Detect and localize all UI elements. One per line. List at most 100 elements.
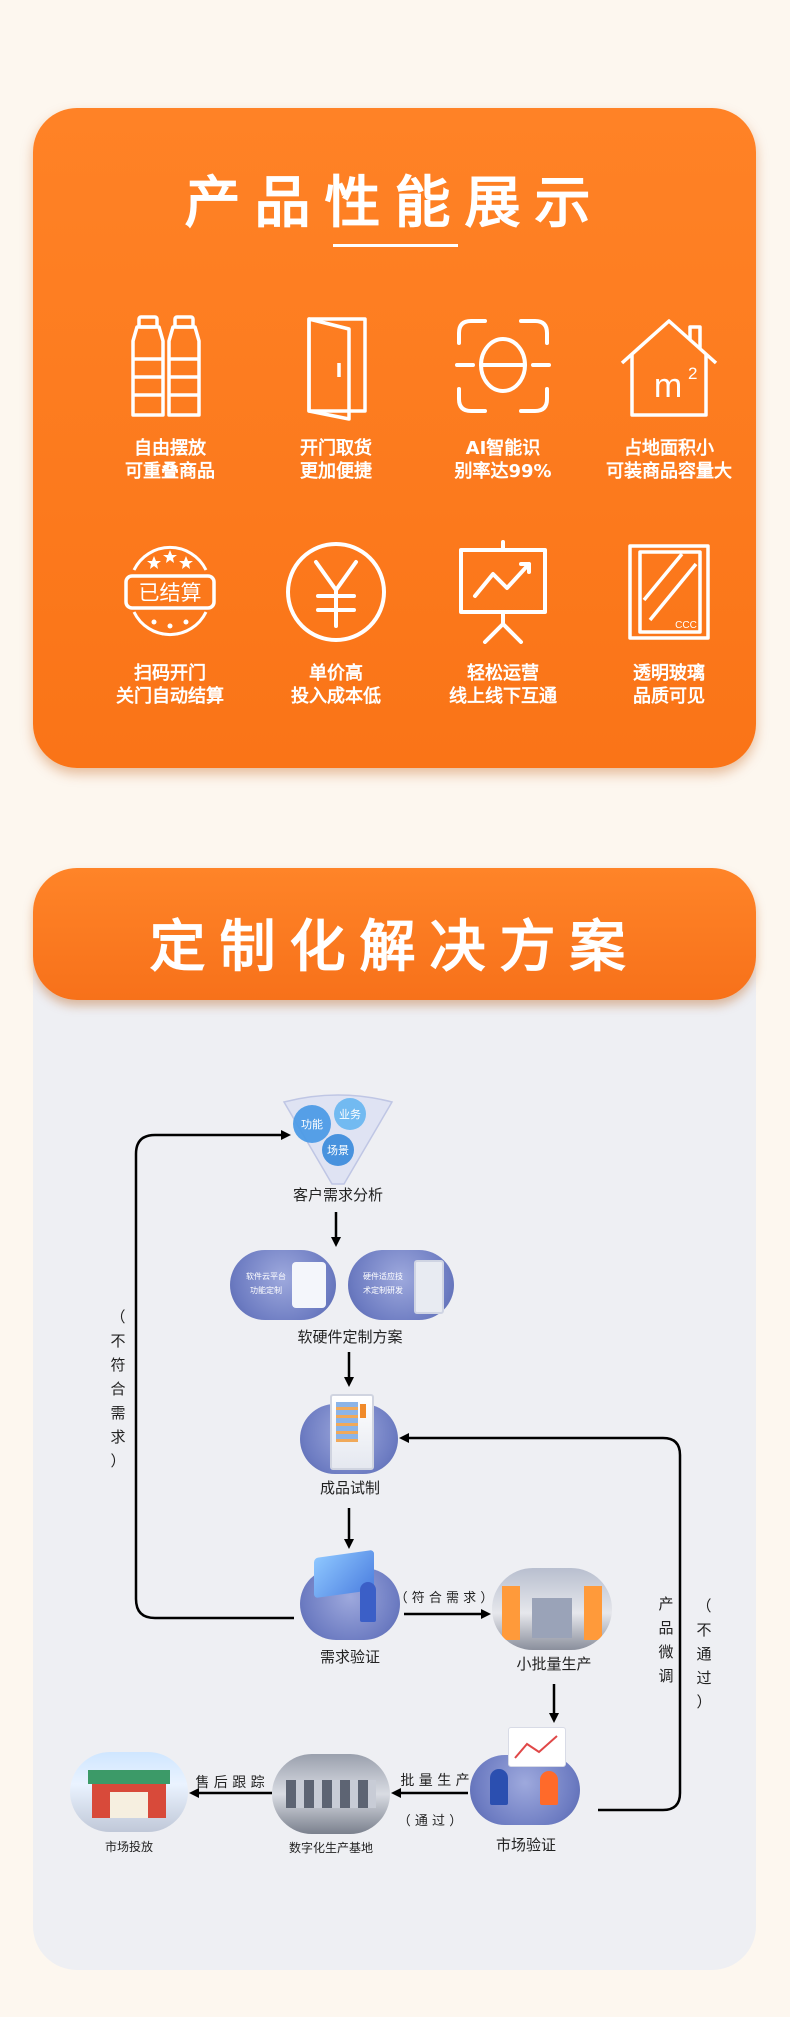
machine-panel (360, 1404, 366, 1418)
funnel-circle-business (334, 1098, 366, 1130)
software-card: 软件云平台 功能定制 (230, 1250, 336, 1320)
feature-open-door: 开门取货 更加便捷 (246, 313, 426, 483)
person-left (490, 1769, 508, 1805)
feature-line1: 轻松运营 (467, 663, 539, 684)
chart-board-icon (459, 540, 547, 644)
factory-machine-right (584, 1586, 602, 1640)
hardware-card: 硬件适应技 术定制研发 (348, 1250, 454, 1320)
vtext-char: （ (696, 1597, 712, 1615)
presentation-chart (514, 1735, 558, 1759)
feature-small-footprint: m 2 占地面积小 可装商品容量大 (579, 313, 759, 483)
board-line (514, 1735, 558, 1759)
software-card-line1: 软件云平台 (246, 1272, 286, 1281)
face-scan-icon (455, 319, 551, 413)
feature-transparent-glass: CCC 透明玻璃 品质可见 (579, 540, 759, 708)
label-meets-demand: （ 符 合 需 求 ） (394, 1591, 494, 1606)
label-mass-production: 批 量 生 产 (400, 1773, 470, 1789)
step-digital-base: 数字化生产基地 (288, 1841, 373, 1855)
solution-header: 定制化解决方案 (33, 868, 756, 1000)
area-m-text: m (654, 367, 682, 405)
feature-line2: 更加便捷 (300, 461, 372, 482)
feature-high-value: 单价高 投入成本低 (246, 540, 426, 708)
person-figure (360, 1582, 376, 1622)
presentation-board (508, 1727, 566, 1767)
vtext-char: 合 (110, 1380, 126, 1398)
title-underline (333, 244, 458, 247)
step-market-verify: 市场验证 (495, 1836, 556, 1854)
vtext-char: ） (696, 1693, 712, 1711)
yen-icon (286, 542, 386, 642)
factory-lines (286, 1780, 376, 1808)
feature-free-placement: 自由摆放 可重叠商品 (80, 313, 260, 483)
feature-line1: 开门取货 (300, 438, 372, 459)
feature-line2: 关门自动结算 (116, 686, 224, 707)
label-not-meet-demand: （ 不 符 合 需 求 ） (108, 1305, 128, 1473)
settled-stamp-icon: 已结算 (124, 546, 216, 636)
label-not-passed: （ 不 通 过 ） (694, 1594, 714, 1714)
feature-line2: 投入成本低 (291, 686, 381, 707)
vtext-char: 通 (696, 1645, 712, 1663)
glass-panel-icon: CCC (628, 544, 710, 640)
feature-line1: 自由摆放 (134, 438, 206, 459)
feature-line1: 单价高 (309, 663, 363, 684)
vtext-char: 不 (110, 1332, 126, 1350)
software-screen-image (292, 1262, 326, 1308)
performance-title: 产品性能展示 (184, 171, 605, 236)
vtext-char: 品 (658, 1619, 674, 1637)
feature-scan-settle: 已结算 扫码开门 关门自动结算 (80, 540, 260, 708)
hardware-card-line2: 术定制研发 (363, 1286, 403, 1295)
area-sup-text: 2 (688, 364, 697, 383)
feature-line1: 扫码开门 (134, 663, 206, 684)
trial-bubble (300, 1394, 398, 1474)
label-passed: （ 通 过 ） (397, 1814, 463, 1829)
vtext-char: 需 (110, 1404, 126, 1422)
funnel-graphic: 功能 业务 场景 (282, 1094, 394, 1185)
hardware-machine-image (414, 1260, 444, 1314)
funnel-circle-scene (322, 1134, 354, 1166)
funnel-circle-function (293, 1105, 331, 1143)
step-small-batch: 小批量生产 (516, 1655, 592, 1673)
step-verify: 需求验证 (319, 1648, 380, 1666)
loop-arrow-not-meet (134, 1130, 294, 1620)
feature-line2: 可重叠商品 (125, 461, 215, 482)
feature-line2: 别率达99% (454, 461, 552, 482)
feature-line1: AI智能识 (465, 438, 541, 459)
funnel-label-business: 业务 (339, 1108, 361, 1121)
label-after-sales: 售 后 跟 踪 (195, 1775, 265, 1791)
vtext-char: 求 (110, 1428, 126, 1446)
vtext-char: 调 (658, 1667, 674, 1685)
store-roof (88, 1770, 170, 1784)
performance-card: 产品性能展示 自由摆放 可重叠商品 开门取 (33, 108, 756, 768)
vtext-char: 过 (696, 1669, 712, 1687)
vtext-char: 产 (658, 1595, 674, 1613)
person-right (540, 1771, 558, 1805)
step-custom-plan: 软硬件定制方案 (297, 1328, 403, 1346)
factory-machine-left (502, 1586, 520, 1640)
bottles-icon (131, 315, 201, 417)
step-demand-analysis: 客户需求分析 (292, 1186, 383, 1204)
store-photo-market-launch (70, 1752, 188, 1832)
factory-aisle (532, 1598, 572, 1638)
feature-line1: 占地面积小 (624, 438, 714, 459)
vtext-char: （ (110, 1308, 126, 1326)
feature-line2: 线上线下互通 (449, 686, 557, 707)
market-verify-bubble (470, 1727, 580, 1825)
solution-title: 定制化解决方案 (149, 915, 640, 980)
feature-line1: 透明玻璃 (633, 663, 705, 684)
step-trial: 成品试制 (319, 1479, 380, 1497)
funnel-label-scene: 场景 (327, 1143, 349, 1157)
machine-shelves (336, 1402, 358, 1442)
house-area-icon: m 2 (620, 319, 718, 417)
vtext-char: ） (110, 1452, 126, 1470)
funnel-label-function: 功能 (301, 1117, 323, 1131)
store-door (110, 1792, 148, 1818)
vending-machine-image (330, 1394, 374, 1470)
hardware-card-line1: 硬件适应技 (363, 1272, 403, 1281)
label-product-fine-tune: 产 品 微 调 (656, 1592, 676, 1688)
feature-easy-operation: 轻松运营 线上线下互通 (413, 540, 593, 708)
step-market-launch: 市场投放 (104, 1840, 153, 1854)
feature-line2: 可装商品容量大 (606, 461, 732, 482)
feature-ai-recognition: AI智能识 别率达99% (413, 313, 593, 483)
vtext-char: 不 (696, 1621, 712, 1639)
verify-bubble (300, 1549, 400, 1640)
